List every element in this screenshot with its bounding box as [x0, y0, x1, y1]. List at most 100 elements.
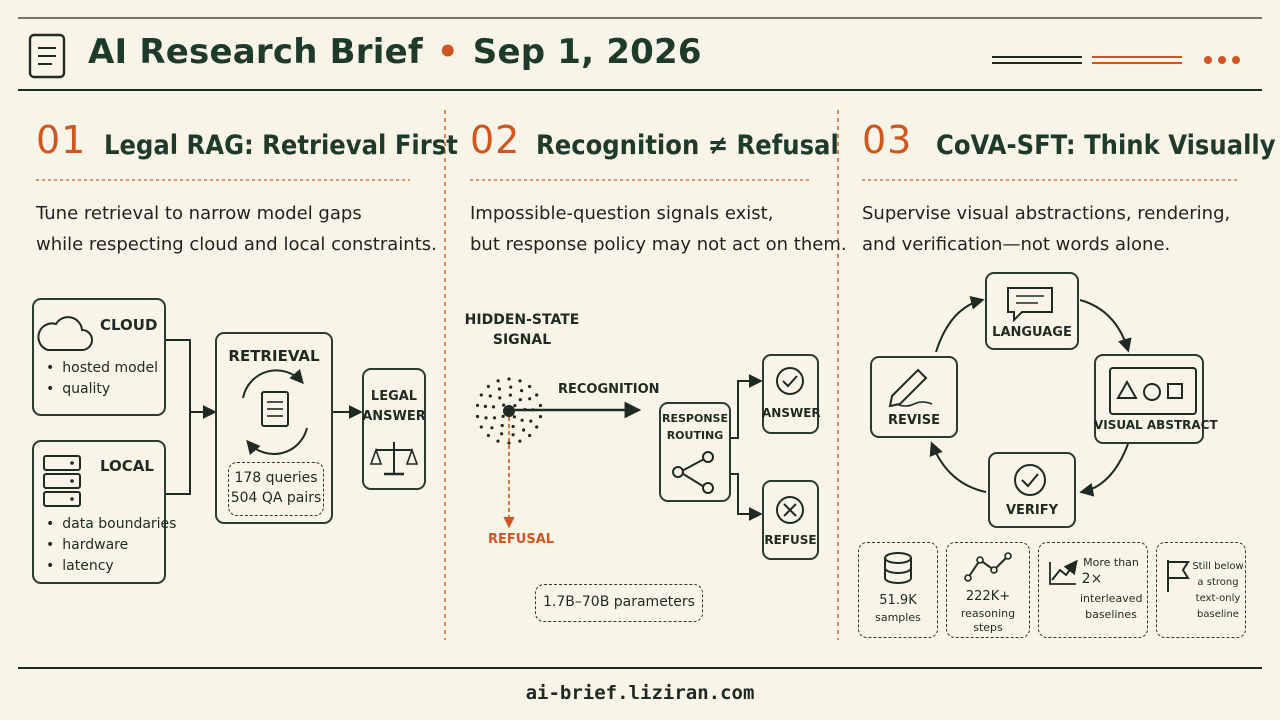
panel-2-title: Recognition ≠ Refusal	[536, 130, 839, 161]
signal-dot	[475, 414, 480, 419]
document-icon	[28, 33, 66, 79]
signal-dot	[528, 433, 532, 438]
retrieval-label: RETRIEVAL	[228, 347, 320, 365]
signal-dot	[512, 415, 517, 419]
cloud-label: CLOUD	[100, 316, 158, 334]
signal-dot	[518, 379, 522, 383]
signal-dot	[488, 394, 492, 398]
signal-dot	[475, 403, 480, 407]
signal-dot	[479, 425, 483, 429]
signal-dot	[509, 385, 513, 389]
legal-answer-label: LEGAL	[370, 389, 418, 404]
trend-up-icon	[1049, 559, 1078, 585]
answer-label: ANSWER	[762, 406, 821, 420]
signal-dot	[507, 377, 511, 381]
brief-date: Sep 1, 2026	[472, 32, 702, 72]
scales-icon	[369, 442, 419, 476]
check-circle-icon	[776, 367, 804, 395]
signal-dot	[538, 403, 543, 408]
signal-dot	[496, 379, 500, 383]
local-bullet: latency	[46, 558, 113, 574]
answer-box	[762, 354, 819, 434]
shapes-icon	[1109, 367, 1197, 415]
stat-value: 51.9K	[879, 593, 917, 608]
stat-text: interleaved	[1080, 592, 1143, 605]
retrieval-box	[215, 332, 333, 524]
signal-dot	[500, 432, 504, 436]
retrieval-stat-qa-pairs: 504 QA pairs	[230, 490, 322, 506]
hidden-state-label: SIGNAL	[492, 332, 552, 348]
signal-dot	[491, 405, 496, 409]
signal-dot	[518, 398, 522, 402]
verify-check-icon	[1014, 464, 1046, 496]
routing-share-icon	[672, 451, 714, 494]
response-routing-box	[659, 402, 731, 502]
cloud-bullet: hosted model	[46, 360, 158, 376]
recognition-label: RECOGNITION	[558, 382, 660, 397]
signal-dot	[520, 389, 524, 393]
local-box	[32, 440, 166, 584]
signal-dot	[486, 384, 490, 389]
hidden-state-dots	[475, 377, 543, 445]
signal-dot	[483, 404, 487, 408]
panel-1-title: Legal RAG: Retrieval First	[104, 130, 458, 161]
signal-dot	[498, 396, 502, 400]
footer-url[interactable]: ai-brief.liziran.com	[525, 682, 755, 704]
refuse-label: REFUSE	[764, 533, 817, 547]
panel-3-description-line-1: Supervise visual abstractions, rendering…	[862, 203, 1231, 224]
routing-label: ROUTING	[666, 429, 724, 442]
params-label: 1.7B–70B parameters	[543, 594, 695, 610]
visual-abstract-label: VISUAL ABSTRACT	[1094, 418, 1218, 432]
panel-1-number: 01	[36, 118, 87, 162]
local-label: LOCAL	[100, 457, 154, 475]
signal-dot	[484, 416, 488, 420]
panel-3-description-line-2: and verification—not words alone.	[862, 234, 1171, 255]
signal-dot	[496, 439, 500, 443]
legal-answer-box	[362, 368, 426, 490]
stat-card-baselines	[1038, 542, 1148, 638]
cloud-box	[32, 298, 166, 416]
panel-1-description-line-1: Tune retrieval to narrow model gaps	[36, 203, 362, 224]
header-decor-lines	[992, 56, 1240, 64]
legal-answer-label: ANSWER	[362, 409, 426, 424]
title-separator: •	[436, 32, 459, 72]
retrieval-stats-box	[228, 462, 324, 516]
server-icon	[43, 455, 81, 507]
page-title: AI Research Brief•Sep 1, 2026	[88, 32, 702, 72]
routing-label: RESPONSE	[662, 412, 728, 425]
retrieval-stat-queries: 178 queries	[234, 470, 318, 486]
local-bullet: hardware	[46, 537, 128, 553]
language-box	[985, 272, 1079, 350]
pencil-icon	[888, 368, 933, 408]
verify-label: VERIFY	[1005, 503, 1059, 518]
signal-dot	[528, 397, 532, 401]
stat-card-samples	[858, 542, 938, 638]
signal-dot	[497, 387, 501, 391]
stat-text: baseline	[1197, 609, 1239, 620]
signal-dot	[535, 393, 539, 397]
verify-box	[988, 452, 1076, 528]
signal-dot	[538, 415, 543, 419]
signal-dot	[501, 414, 505, 418]
panel-2-number: 02	[470, 118, 521, 162]
signal-dot	[511, 433, 515, 437]
chat-bubble-icon	[1007, 287, 1053, 323]
signal-dot	[511, 424, 515, 429]
signal-dot	[507, 441, 511, 445]
refuse-box	[762, 480, 819, 560]
signal-dot	[513, 404, 517, 408]
stat-card-text-only	[1156, 542, 1246, 638]
stat-text: steps	[973, 621, 1003, 634]
stat-text: samples	[875, 611, 921, 624]
refusal-label: REFUSAL	[488, 532, 555, 547]
hidden-state-label: HIDDEN-STATE	[464, 312, 580, 328]
signal-dot	[502, 403, 506, 407]
signal-dot	[492, 416, 497, 420]
stat-card-steps	[946, 542, 1030, 638]
signal-dot	[520, 418, 524, 422]
panel-3-number: 03	[862, 118, 913, 162]
local-bullet: data boundaries	[46, 516, 176, 532]
panel-2-description-line-1: Impossible-question signals exist,	[470, 203, 774, 224]
revise-box	[870, 356, 958, 438]
